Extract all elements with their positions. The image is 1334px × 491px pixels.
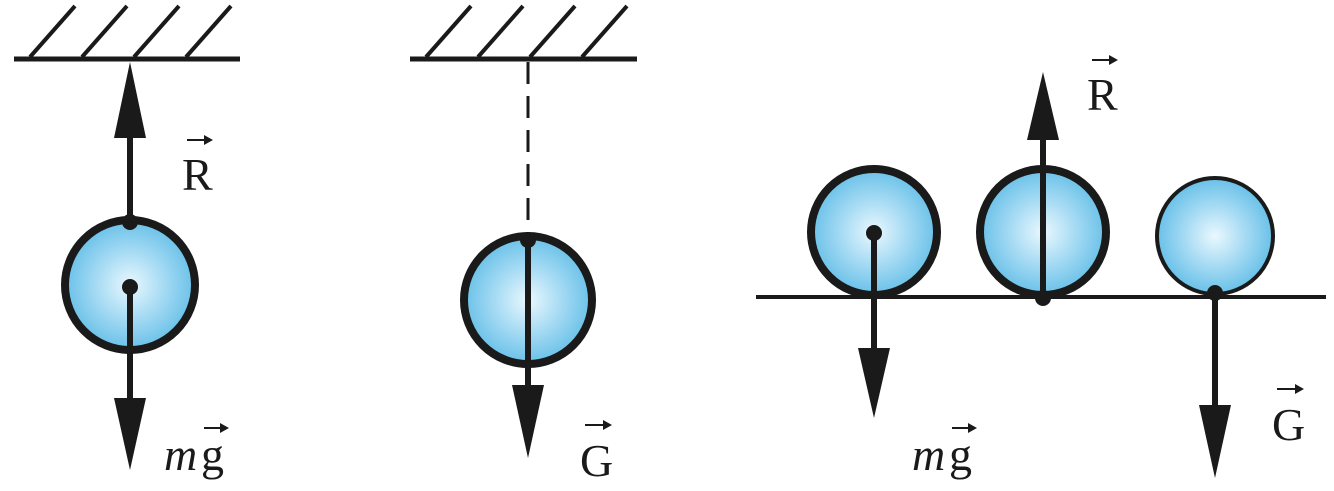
reaction-force-arrow [1027, 72, 1059, 306]
label-weight: m g [164, 423, 229, 480]
panel-balls-on-surface: m g R G [756, 55, 1326, 480]
label-gravity: G [1272, 384, 1305, 450]
label-gravity: G [580, 420, 613, 486]
weight-force-arrow [858, 225, 890, 418]
label-gravity-text: G [1272, 399, 1305, 450]
label-reaction-text: R [182, 149, 213, 200]
vector-arrow-icon [1277, 384, 1304, 394]
gravity-force-arrow [512, 232, 544, 458]
vector-arrow-icon [1092, 55, 1118, 65]
label-reaction: R [1087, 55, 1118, 120]
vector-arrow-icon [585, 420, 612, 430]
panel-hanging-ball: R m g [14, 4, 240, 480]
weight-force-arrow [114, 279, 146, 470]
label-reaction-text: R [1087, 69, 1118, 120]
vector-arrow-icon [187, 135, 213, 145]
vector-arrow-icon [204, 423, 229, 433]
label-reaction: R [182, 135, 213, 200]
panel-gravity-only: G [410, 4, 637, 486]
label-weight-mass: m [164, 429, 197, 480]
ceiling-support [14, 4, 240, 62]
gravity-force-arrow [1199, 285, 1231, 478]
label-weight: m g [912, 423, 977, 480]
label-weight-g: g [949, 429, 972, 480]
ball-gravity [1155, 176, 1275, 296]
label-weight-mass: m [912, 429, 945, 480]
reaction-force-arrow [114, 62, 146, 230]
vector-arrow-icon [952, 423, 977, 433]
label-weight-g: g [201, 429, 224, 480]
ceiling-support [410, 4, 637, 62]
label-gravity-text: G [580, 435, 613, 486]
